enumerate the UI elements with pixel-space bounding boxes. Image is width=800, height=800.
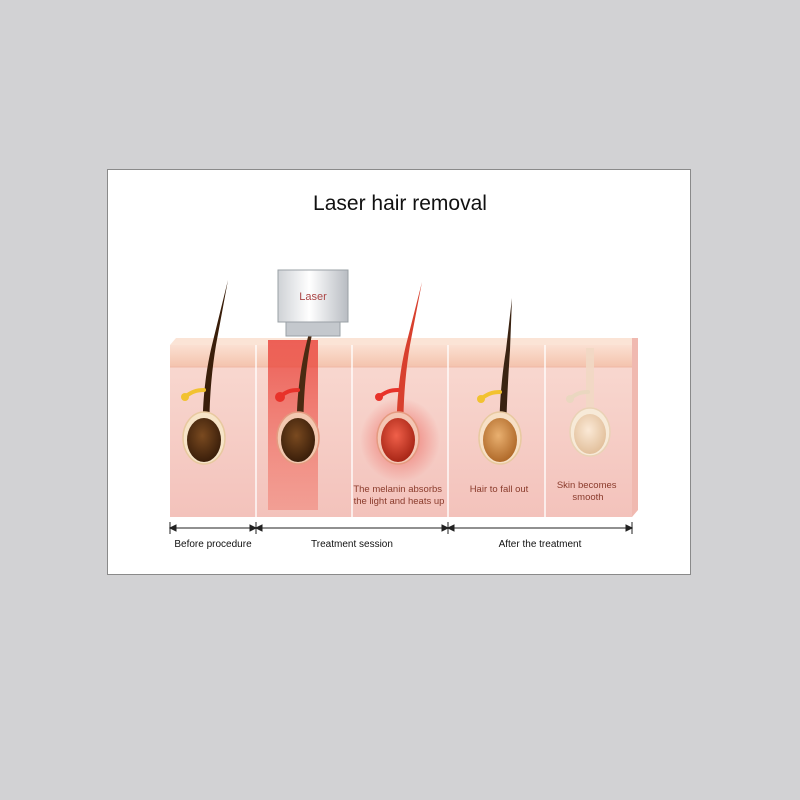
timeline-after: After the treatment (499, 539, 582, 550)
follicle-smooth: Skin becomes smooth (557, 348, 619, 503)
stage-dividers (255, 345, 546, 517)
laser-nozzle (285, 321, 341, 337)
epidermis-layer (170, 345, 632, 367)
hair-bulb (281, 418, 315, 462)
timeline (168, 522, 634, 534)
hair-shaft (396, 282, 422, 455)
follicle-treatment: Laser (268, 269, 349, 510)
hair-shaft (202, 280, 228, 455)
hair-bulb (574, 414, 606, 454)
caption-melanin: The melanin absorbs the light and heats … (353, 484, 444, 507)
diagram-card: Laser hair removal (107, 169, 691, 575)
hair-bulb (381, 418, 415, 462)
page-title: Laser hair removal (313, 192, 487, 215)
follicle-heating: The melanin absorbs the light and heats … (353, 282, 444, 507)
follicle-fall-out: Hair to fall out (470, 298, 529, 495)
caption-smooth: Skin becomes smooth (557, 480, 619, 503)
timeline-session: Treatment session (311, 539, 393, 550)
laser-device: Laser (277, 269, 349, 337)
laser-head (277, 269, 349, 323)
follicle-before (181, 280, 228, 465)
caption-fall-out: Hair to fall out (470, 484, 529, 495)
laser-label: Laser (299, 291, 327, 303)
skin-surface (170, 338, 638, 345)
hair-bulb (483, 418, 517, 462)
skin-side (632, 338, 638, 517)
laser-hair-removal-diagram: Laser hair removal (168, 192, 638, 550)
hair-shaft (296, 280, 322, 455)
timeline-before: Before procedure (174, 539, 252, 550)
hair-bulb (187, 418, 221, 462)
